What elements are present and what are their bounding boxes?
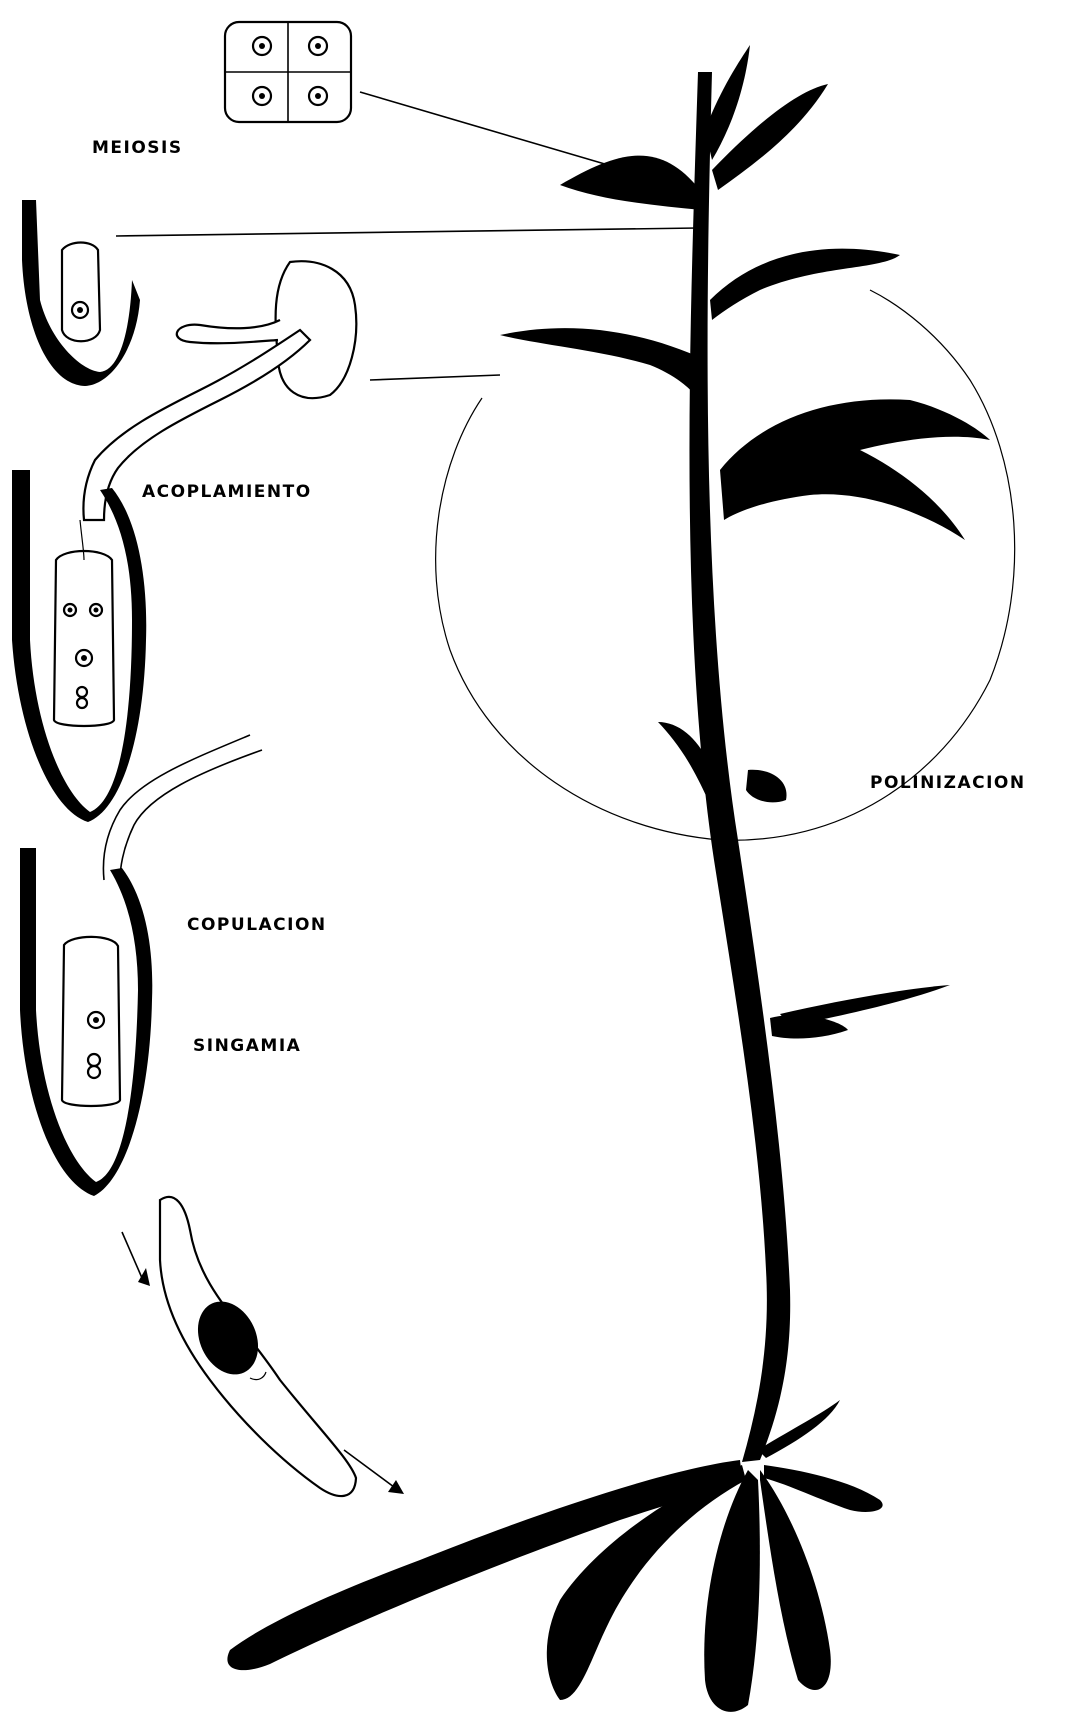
singamia-label: SINGAMIA [193, 1036, 301, 1056]
stem-nodes [746, 770, 848, 1039]
meiosis-tetrad [225, 22, 351, 122]
ovule-copulacion [20, 848, 152, 1196]
seed-embryo [160, 1197, 356, 1496]
middle-leaf [780, 985, 950, 1026]
upper-leaves [500, 45, 990, 800]
polinizacion-label: POLINIZACION [870, 773, 1026, 793]
acoplamiento-label: ACOPLAMIENTO [142, 482, 312, 502]
meiosis-label: MEIOSIS [92, 138, 183, 158]
ovule-acoplamiento [12, 470, 146, 822]
copulacion-label: COPULACION [187, 915, 327, 935]
ovule-small [22, 200, 140, 386]
